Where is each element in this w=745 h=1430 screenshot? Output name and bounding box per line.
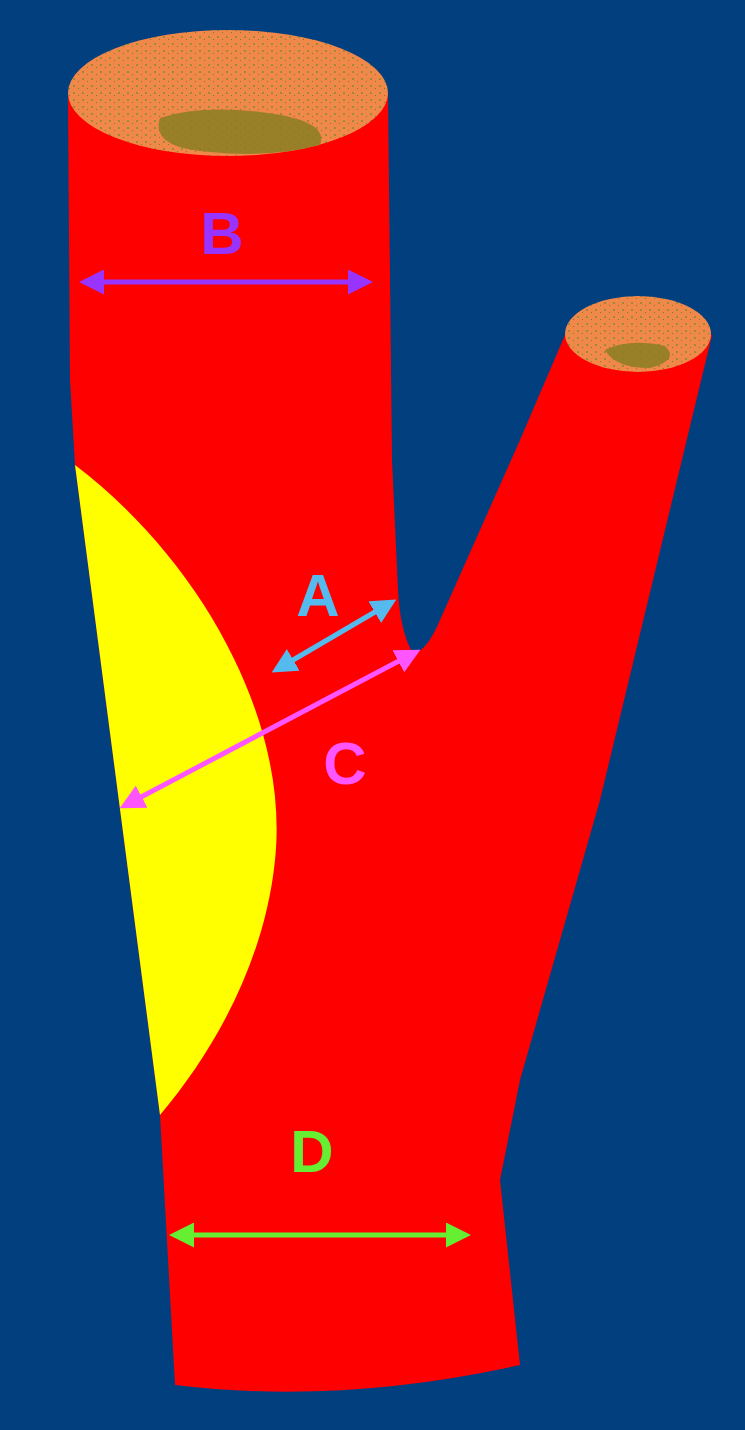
dimension-arrow — [84, 280, 368, 285]
lumen-thrombus — [605, 343, 670, 368]
lumen-cap — [565, 296, 711, 372]
dimension-arrow — [174, 1233, 466, 1238]
lumen-thrombus — [159, 110, 322, 154]
dimension-arrow — [124, 652, 416, 806]
dimension-label: C — [323, 734, 366, 794]
dimension-label: B — [200, 204, 243, 264]
dimension-label: A — [296, 566, 339, 626]
dimension-label: D — [290, 1122, 333, 1182]
vessel-wall — [68, 93, 712, 1392]
lumen-cap — [68, 30, 388, 156]
plaque — [75, 465, 277, 1115]
